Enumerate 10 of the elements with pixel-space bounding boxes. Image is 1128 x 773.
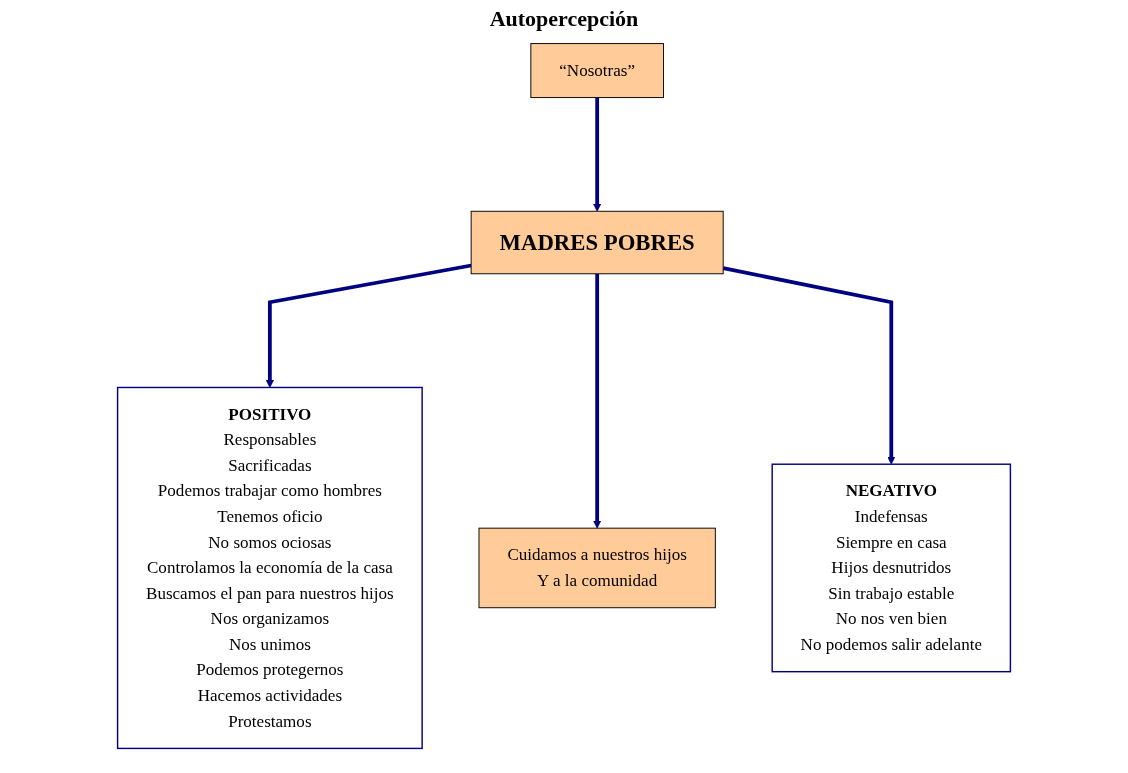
arrow xyxy=(722,266,896,465)
node-box: Cuidamos a nuestros hijos Y a la comunidad xyxy=(478,527,716,609)
node-box: “Nosotras” xyxy=(530,43,664,99)
arrow xyxy=(265,263,472,388)
node-box: MADRES POBRES xyxy=(470,210,724,275)
arrow xyxy=(593,97,602,212)
node-box: NEGATIVO Indefensas Siempre en casa Hijos desnutridos Sin trabajo estable No nos ven bien No podemos salir adelante xyxy=(771,463,1012,673)
arrow xyxy=(593,273,602,529)
diagram-title: Autopercepción xyxy=(489,6,639,32)
node-box: POSITIVO Responsables Sacrificadas Podemos trabajar como hombres Tenemos oficio No somos ociosas Controlamos la economía de la casa Buscamos el pan para nuestros hijos Nos organizamos Nos unimos Podemos protegernos Hacemos actividades Protestamos xyxy=(116,386,423,750)
